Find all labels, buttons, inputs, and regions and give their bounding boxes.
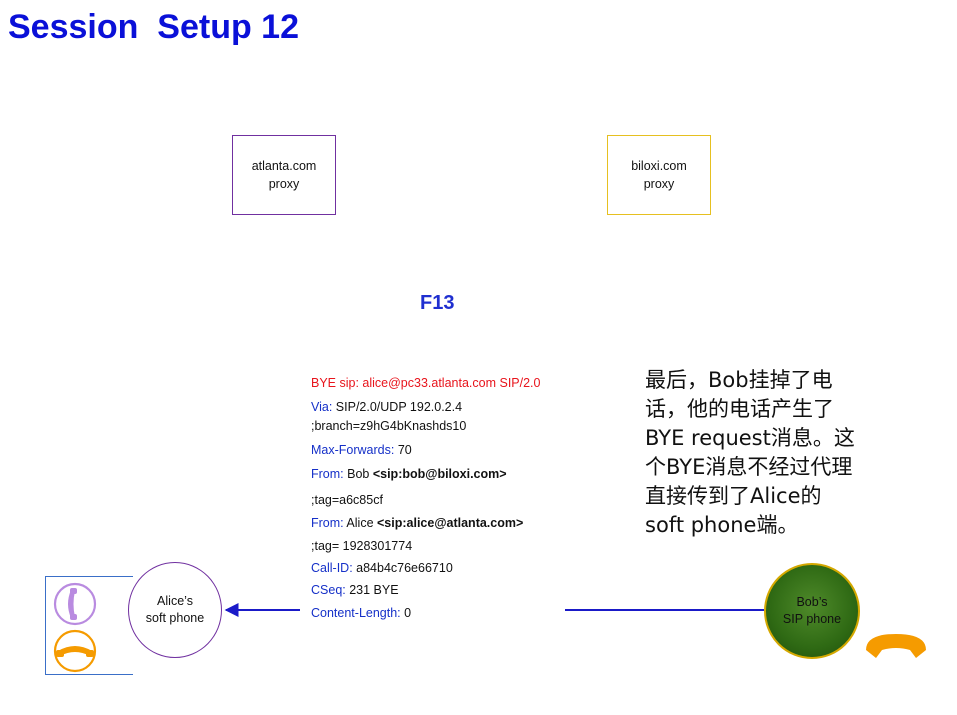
to-key: From:: [311, 516, 344, 530]
bob-phone-line1: Bob’s: [796, 595, 828, 609]
atlanta-proxy-name: atlanta.com: [251, 159, 317, 173]
alice-phone-line2: soft phone: [145, 611, 205, 625]
from-tag: ;tag=a6c85cf: [311, 493, 383, 507]
page-title: Session Setup 12: [8, 8, 299, 46]
to-uri: <sip:alice@atlanta.com>: [377, 516, 524, 530]
alice-soft-phone: Alice’s soft phone: [128, 562, 222, 658]
orange-handset-icon: [53, 629, 97, 673]
request-line: BYE sip: alice@pc33.atlanta.com SIP/2.0: [311, 376, 541, 390]
via-header: Via: SIP/2.0/UDP 192.0.2.4: [311, 400, 462, 414]
note-line-6: soft phone端。: [645, 513, 799, 537]
via-value: SIP/2.0/UDP 192.0.2.4: [332, 400, 463, 414]
call-id-header: Call-ID: a84b4c76e66710: [311, 561, 453, 575]
from-uri: <sip:bob@biloxi.com>: [372, 467, 507, 481]
call-id-value: a84b4c76e66710: [352, 561, 453, 575]
content-length-value: 0: [400, 606, 412, 620]
atlanta-proxy-role: proxy: [268, 177, 300, 191]
max-forwards-value: 70: [394, 443, 412, 457]
to-header: From: Alice <sip:alice@atlanta.com>: [311, 516, 523, 530]
note-line-5: 直接传到了Alice的: [645, 484, 822, 508]
to-tag: ;tag= 1928301774: [311, 539, 413, 553]
bob-handset-icon: [866, 634, 926, 658]
max-forwards-key: Max-Forwards:: [311, 443, 395, 457]
alice-phone-line1: Alice’s: [157, 594, 193, 608]
note-line-1: 最后，Bob挂掉了电: [645, 368, 833, 392]
via-branch: ;branch=z9hG4bKnashds10: [311, 419, 467, 433]
note-line-2: 话，他的电话产生了: [645, 397, 834, 421]
max-forwards-header: Max-Forwards: 70: [311, 443, 412, 457]
purple-handset-icon: [53, 582, 97, 626]
note-line-4: 个BYE消息不经过代理: [645, 455, 853, 479]
cseq-value: 231 BYE: [345, 583, 399, 597]
bob-phone-line2: SIP phone: [782, 612, 842, 626]
via-key: Via:: [311, 400, 333, 414]
note-line-3: BYE request消息。这: [645, 426, 855, 450]
flow-label: F13: [420, 292, 455, 314]
bob-sip-phone: Bob’s SIP phone: [764, 563, 860, 659]
from-header: From: Bob <sip:bob@biloxi.com>: [311, 467, 507, 481]
atlanta-proxy-box: atlanta.com proxy: [232, 135, 336, 215]
call-id-key: Call-ID:: [311, 561, 353, 575]
from-key: From:: [311, 467, 344, 481]
explanation-note: 最后，Bob挂掉了电 话，他的电话产生了 BYE request消息。这 个BY…: [645, 366, 885, 540]
content-length-key: Content-Length:: [311, 606, 401, 620]
biloxi-proxy-name: biloxi.com: [631, 159, 687, 173]
biloxi-proxy-box: biloxi.com proxy: [607, 135, 711, 215]
alice-phone-icons-frame: [45, 576, 133, 675]
content-length-header: Content-Length: 0: [311, 606, 411, 620]
cseq-header: CSeq: 231 BYE: [311, 583, 399, 597]
to-name: Alice: [343, 516, 377, 530]
biloxi-proxy-role: proxy: [643, 177, 675, 191]
cseq-key: CSeq:: [311, 583, 346, 597]
from-name: Bob: [343, 467, 373, 481]
